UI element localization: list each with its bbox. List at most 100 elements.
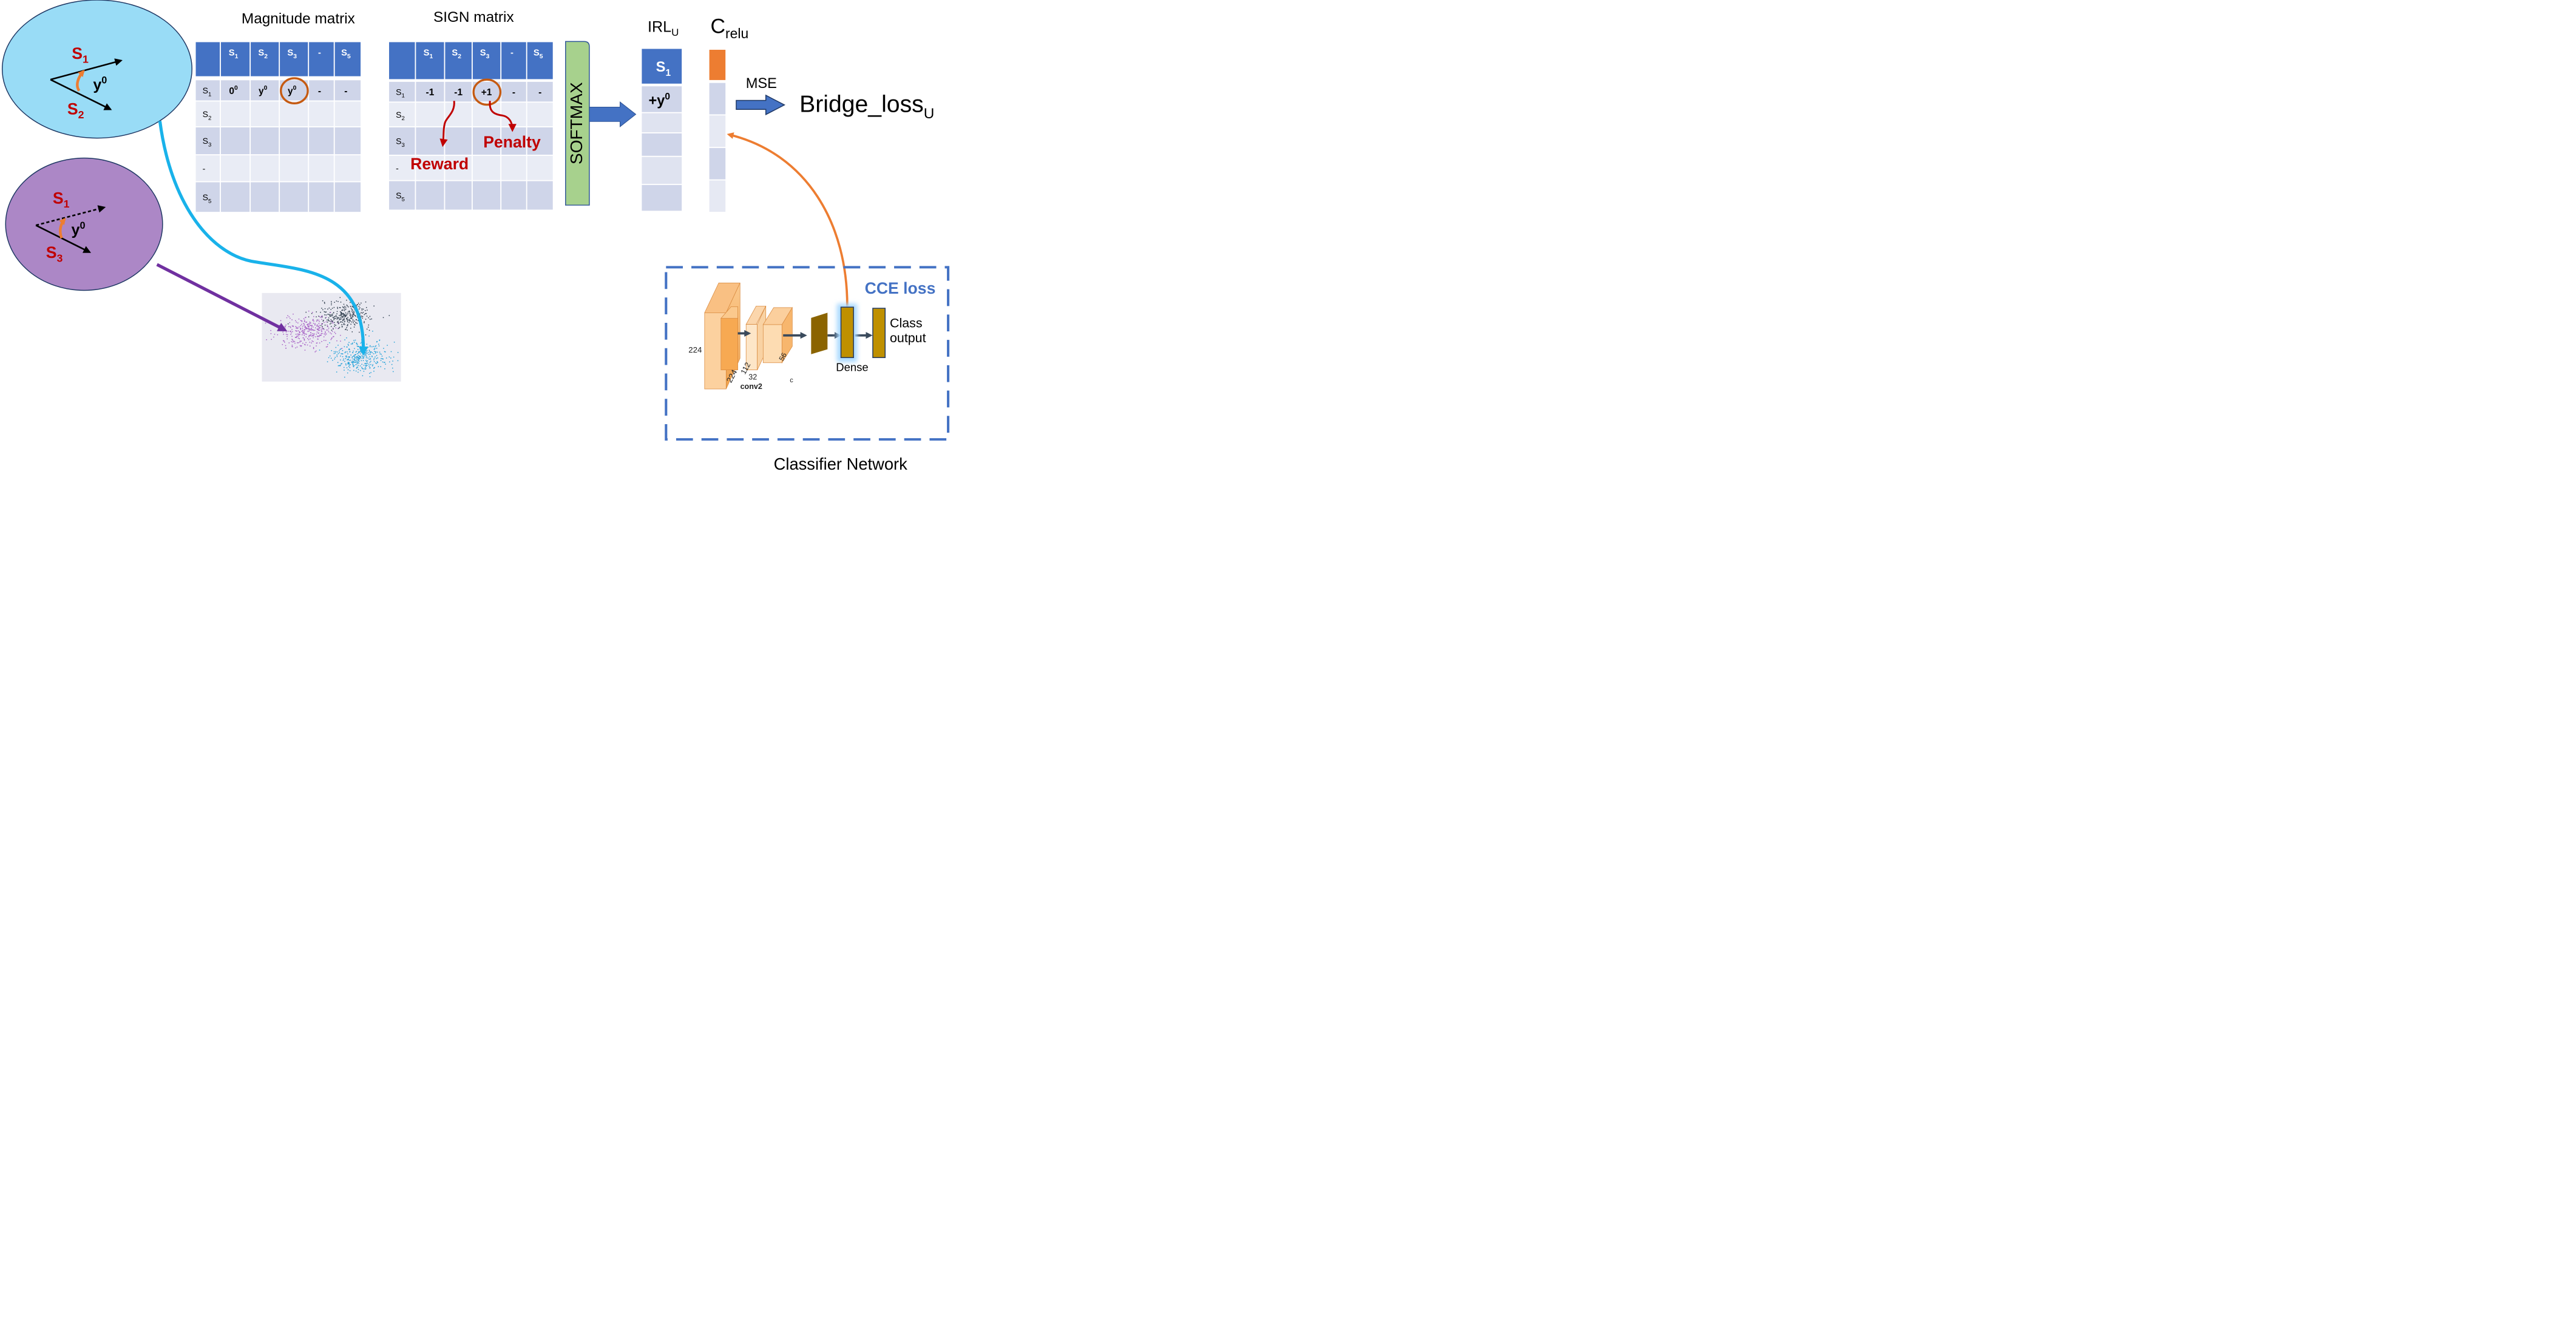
scatter-point bbox=[324, 302, 325, 303]
irl-cell bbox=[642, 113, 682, 132]
scatter-point bbox=[355, 354, 356, 356]
scatter-point bbox=[348, 342, 350, 343]
scatter-point bbox=[358, 368, 359, 370]
scatter-point bbox=[340, 365, 341, 367]
scatter-point bbox=[375, 351, 376, 353]
matrix-cell bbox=[389, 81, 415, 102]
scatter-point bbox=[348, 362, 350, 363]
scatter-point bbox=[347, 320, 348, 322]
scatter-point bbox=[360, 350, 361, 351]
cluster-scatter-plot bbox=[262, 292, 401, 382]
scatter-point bbox=[303, 323, 305, 325]
scatter-point bbox=[311, 340, 313, 342]
matrix-cell bbox=[195, 182, 220, 212]
scatter-point bbox=[286, 317, 288, 319]
matrix-cell bbox=[309, 80, 334, 101]
scatter-point bbox=[353, 355, 354, 356]
matrix-value: y0 bbox=[259, 85, 268, 96]
scatter-point bbox=[290, 327, 291, 328]
scatter-point bbox=[346, 326, 347, 328]
scatter-point bbox=[340, 315, 341, 316]
scatter-point bbox=[384, 368, 385, 370]
scatter-point bbox=[339, 307, 341, 308]
matrix-cell bbox=[220, 155, 250, 181]
scatter-point bbox=[362, 316, 364, 317]
scatter-point bbox=[337, 323, 339, 325]
irl-header-cell bbox=[642, 49, 682, 84]
matrix-header-label: S1 bbox=[424, 49, 433, 60]
classifier-dashed-box bbox=[665, 266, 950, 441]
cyan-ellipse bbox=[2, 0, 192, 139]
scatter-point bbox=[308, 323, 310, 325]
scatter-point bbox=[333, 317, 334, 319]
purple-ellipse bbox=[5, 157, 163, 291]
scatter-point bbox=[362, 311, 364, 313]
scatter-point bbox=[302, 332, 303, 333]
scatter-point bbox=[341, 312, 342, 313]
scatter-point bbox=[288, 326, 290, 328]
scatter-point bbox=[356, 360, 358, 362]
scatter-point bbox=[304, 343, 305, 345]
matrix-value: - bbox=[318, 86, 321, 96]
scatter-point bbox=[379, 351, 381, 353]
scatter-point bbox=[270, 329, 271, 331]
scatter-point bbox=[314, 351, 316, 353]
dim-56: 56 bbox=[777, 351, 788, 362]
matrix-header-cell bbox=[251, 42, 279, 76]
scatter-point bbox=[349, 349, 350, 350]
scatter-point bbox=[360, 356, 361, 357]
scatter-point bbox=[334, 316, 336, 317]
scatter-point bbox=[291, 319, 293, 320]
scatter-point bbox=[345, 351, 347, 353]
scatter-point bbox=[337, 365, 339, 367]
matrix-cell bbox=[501, 181, 526, 210]
scatter-point bbox=[300, 325, 302, 326]
dense-layer bbox=[840, 306, 854, 359]
matrix-cell bbox=[389, 155, 415, 180]
scatter-point bbox=[339, 307, 341, 308]
scatter-point bbox=[365, 357, 367, 359]
scatter-point bbox=[336, 340, 337, 342]
scatter-point bbox=[291, 325, 293, 326]
conv2-label: conv2 bbox=[741, 382, 762, 391]
scatter-point bbox=[365, 348, 367, 350]
scatter-point bbox=[342, 353, 344, 354]
scatter-point bbox=[331, 338, 333, 339]
matrix-cell bbox=[527, 103, 553, 127]
scatter-point bbox=[342, 309, 344, 311]
dense-label: Dense bbox=[836, 360, 868, 373]
scatter-point bbox=[363, 356, 364, 357]
scatter-point bbox=[362, 357, 364, 359]
scatter-point bbox=[341, 313, 342, 314]
scatter-point bbox=[303, 334, 305, 336]
sign-matrix-title: SIGN matrix bbox=[433, 9, 514, 25]
scatter-point bbox=[346, 315, 347, 316]
scatter-point bbox=[343, 314, 344, 316]
scatter-point bbox=[351, 309, 353, 311]
scatter-point bbox=[339, 365, 341, 367]
scatter-point bbox=[305, 336, 307, 337]
scatter-point bbox=[346, 317, 347, 319]
matrix-row-label: - bbox=[203, 163, 206, 173]
matrix-cell bbox=[472, 181, 501, 210]
crelu-vector: Crelu bbox=[709, 15, 748, 212]
scatter-point bbox=[347, 353, 348, 354]
scatter-point bbox=[291, 341, 293, 342]
matrix-cell bbox=[501, 103, 526, 127]
matrix-cell bbox=[445, 181, 472, 210]
scatter-point bbox=[330, 312, 331, 313]
scatter-point bbox=[331, 337, 333, 339]
scatter-point bbox=[347, 305, 348, 306]
scatter-point bbox=[308, 329, 310, 330]
scatter-point bbox=[365, 354, 367, 356]
matrix-cell bbox=[309, 155, 334, 181]
scatter-point bbox=[365, 368, 367, 370]
scatter-point bbox=[297, 330, 299, 331]
scatter-point bbox=[376, 361, 378, 362]
scatter-point bbox=[351, 362, 353, 363]
scatter-point bbox=[388, 315, 390, 316]
irl-vector: IRLU S1 +y0 bbox=[642, 18, 682, 211]
scatter-point bbox=[316, 325, 317, 326]
